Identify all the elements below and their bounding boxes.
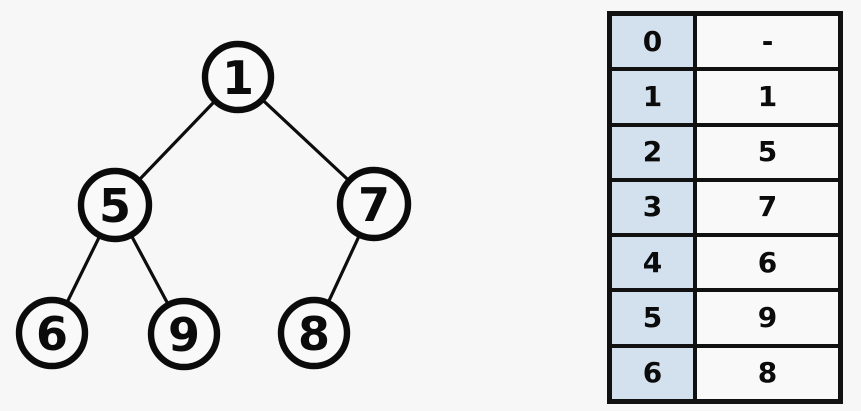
array-value-cell: 9 xyxy=(697,292,838,344)
array-index-cell: 1 xyxy=(612,71,697,123)
tree-node-circle-5 xyxy=(77,167,153,243)
tree-edge-5-to-6 xyxy=(65,234,102,305)
array-index-cell: 4 xyxy=(612,237,697,289)
tree-node-5[interactable]: 5 xyxy=(77,167,153,243)
array-value-cell: 6 xyxy=(697,237,838,289)
array-value-cell: 5 xyxy=(697,126,838,178)
tree-edge-5-to-9 xyxy=(129,234,170,306)
array-index-cell: 0 xyxy=(612,16,697,68)
tree-node-label-6: 6 xyxy=(36,307,68,361)
array-value-cell: 8 xyxy=(697,347,838,399)
tree-node-circle-6 xyxy=(15,296,89,370)
array-value-cell: - xyxy=(697,16,838,68)
array-value-cell: 1 xyxy=(697,71,838,123)
tree-node-6[interactable]: 6 xyxy=(15,296,89,370)
tree-node-7[interactable]: 7 xyxy=(336,166,412,242)
tree-node-circle-7 xyxy=(336,166,412,242)
tree-node-8[interactable]: 8 xyxy=(277,296,351,370)
tree-node-circle-9 xyxy=(147,297,221,371)
tree-node-label-8: 8 xyxy=(298,307,330,361)
array-row: 0- xyxy=(612,16,838,72)
array-index-cell: 5 xyxy=(612,292,697,344)
tree-node-circle-1 xyxy=(201,40,275,114)
tree-node-circle-8 xyxy=(277,296,351,370)
array-index-cell: 6 xyxy=(612,347,697,399)
tree-node-9[interactable]: 9 xyxy=(147,297,221,371)
array-value-cell: 7 xyxy=(697,181,838,234)
binary-tree-svg: 1 5 7 6 9 8 xyxy=(15,40,412,371)
array-index-cell: 3 xyxy=(612,181,697,234)
tree-node-label-7: 7 xyxy=(358,178,390,232)
tree-node-label-9: 9 xyxy=(168,308,200,362)
tree-nodes-group: 1 5 7 6 9 8 xyxy=(15,40,412,371)
tree-edge-1-to-7 xyxy=(261,98,351,182)
tree-edge-7-to-8 xyxy=(326,234,361,304)
tree-edge-1-to-5 xyxy=(137,99,217,182)
tree-node-label-5: 5 xyxy=(99,179,131,233)
tree-node-1[interactable]: 1 xyxy=(201,40,275,114)
tree-edges-group xyxy=(65,98,361,306)
tree-node-label-1: 1 xyxy=(222,51,254,105)
array-index-cell: 2 xyxy=(612,126,697,178)
binary-tree-panel: 1 5 7 6 9 8 xyxy=(15,40,412,371)
